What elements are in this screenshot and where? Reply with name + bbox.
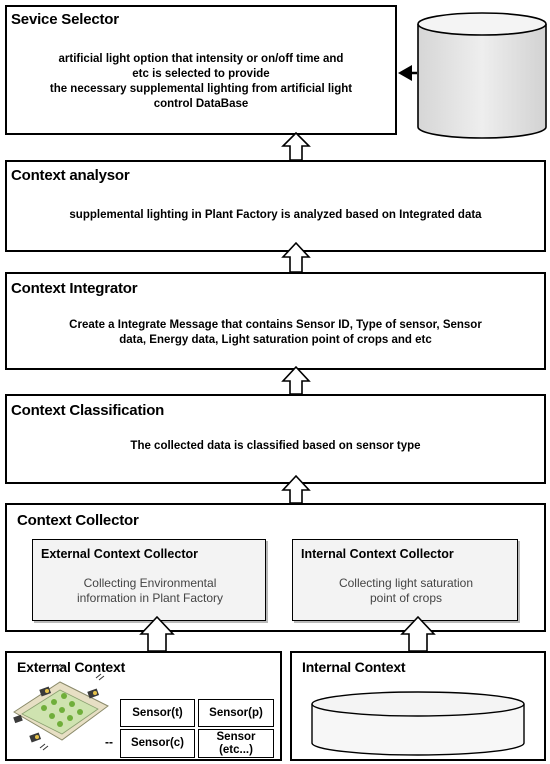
context-analysor-box: Context analysor supplemental lighting i…: [5, 160, 546, 252]
service-selector-line-3: the necessary supplemental lighting from…: [49, 83, 353, 95]
sensor-t: Sensor(t): [120, 699, 195, 727]
sensor-etc: Sensor (etc...): [198, 729, 274, 758]
internal-collector-line-1: Collecting light saturation: [338, 576, 474, 590]
service-selector-description: artificial light option that intensity o…: [9, 52, 393, 112]
database-line-2: control information: [430, 73, 534, 87]
external-collector-line-2: information in Plant Factory: [76, 591, 224, 605]
up-arrow-icon: [281, 365, 311, 395]
crop-db-line-2: of crops: [396, 728, 440, 742]
service-selector-title: Sevice Selector: [11, 11, 119, 28]
context-collector-box: Context Collector External Context Colle…: [5, 503, 546, 632]
crop-saturation-database-label: light saturation point of crops: [312, 713, 524, 743]
internal-context-collector-description: Collecting light saturation point of cro…: [297, 576, 515, 606]
context-analysor-description: supplemental lighting in Plant Factory i…: [69, 209, 482, 221]
context-integrator-line-2: data, Energy data, Light saturation poin…: [119, 334, 432, 346]
context-integrator-title: Context Integrator: [11, 280, 138, 297]
database-line-1: Artificial light: [446, 57, 518, 71]
sensor-etc-line-1: Sensor: [216, 730, 256, 743]
external-context-title: External Context: [17, 659, 126, 675]
internal-collector-line-2: point of crops: [369, 591, 443, 605]
internal-context-collector-box: Internal Context Collector Collecting li…: [292, 539, 518, 621]
sensor-p: Sensor(p): [198, 699, 274, 727]
context-classification-box: Context Classification The collected dat…: [5, 394, 546, 484]
up-arrow-icon: [281, 131, 311, 161]
service-selector-line-2: etc is selected to provide: [132, 68, 270, 80]
service-selector-line-4: control DataBase: [153, 98, 249, 110]
context-integrator-description: Create a Integrate Message that contains…: [9, 318, 542, 348]
context-analysor-title: Context analysor: [11, 167, 130, 184]
service-selector-box: Sevice Selector artificial light option …: [5, 5, 397, 135]
internal-context-title: Internal Context: [302, 659, 406, 675]
context-integrator-box: Context Integrator Create a Integrate Me…: [5, 272, 546, 370]
external-context-box: External Context Sensor(t) Sensor(p) Sen…: [5, 651, 282, 761]
sensor-dash: --: [105, 735, 113, 749]
external-collector-line-1: Collecting Environmental: [83, 576, 217, 590]
internal-context-collector-title: Internal Context Collector: [301, 547, 454, 561]
crop-db-line-1: light saturation point: [364, 713, 472, 727]
sensor-c: Sensor(c): [120, 729, 195, 758]
external-context-collector-box: External Context Collector Collecting En…: [32, 539, 266, 621]
database-line-3: DataBase: [454, 89, 510, 103]
external-context-collector-description: Collecting Environmental information in …: [37, 576, 263, 606]
context-collector-title: Context Collector: [17, 512, 139, 529]
light-control-database-label: Artificial light control information Dat…: [418, 56, 546, 104]
context-integrator-line-1: Create a Integrate Message that contains…: [69, 319, 482, 331]
service-selector-line-1: artificial light option that intensity o…: [58, 53, 344, 65]
left-arrow-icon: [398, 65, 417, 81]
sensor-etc-line-2: (etc...): [219, 743, 253, 756]
context-classification-description: The collected data is classified based o…: [130, 440, 421, 452]
context-classification-title: Context Classification: [11, 402, 165, 419]
internal-context-box: Internal Context light saturation point …: [290, 651, 546, 761]
external-context-collector-title: External Context Collector: [41, 547, 198, 561]
